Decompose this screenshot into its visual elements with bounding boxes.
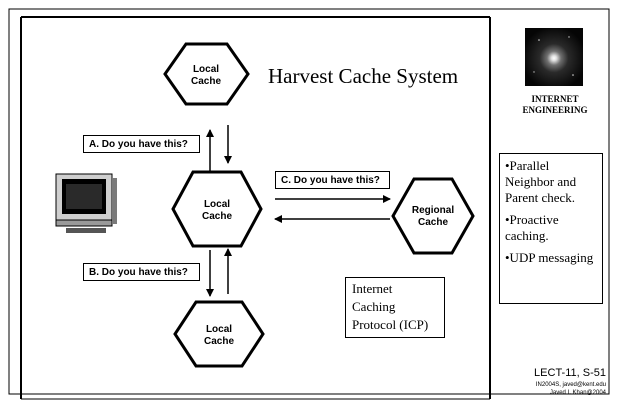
local-cache-top-line2: Cache [191, 76, 221, 87]
local-cache-bottom-line1: Local [206, 324, 232, 335]
icp-line1: Internet [352, 281, 393, 296]
local-cache-bottom-hexagon [173, 300, 265, 368]
query-label-b: B. Do you have this? [83, 263, 200, 281]
local-cache-bottom-line2: Cache [204, 336, 234, 347]
bullet-2: •Proactive caching. [505, 212, 559, 243]
local-cache-middle-line2: Cache [202, 211, 232, 222]
local-cache-top-hexagon [163, 42, 250, 106]
galaxy-logo-image [525, 28, 583, 86]
regional-cache-line2: Cache [418, 217, 448, 228]
lecture-number: LECT-11, S-51 [534, 367, 606, 379]
bullet-1: •Parallel Neighbor and Parent check. [505, 158, 577, 205]
icp-box: Internet Caching Protocol (ICP) [345, 277, 445, 338]
footer-line2: Javed I. Khan@2004 [549, 390, 606, 396]
regional-cache-hexagon [391, 177, 475, 255]
computer-monitor-icon [55, 173, 117, 233]
local-cache-top-line1: Local [193, 64, 219, 75]
footer-line1: IN2004S, javed@kent.edu [535, 382, 606, 388]
query-label-c: C. Do you have this? [275, 171, 390, 189]
query-label-a: A. Do you have this? [83, 135, 200, 153]
local-cache-middle-hexagon [171, 170, 263, 248]
regional-cache-line1: Regional [412, 205, 454, 216]
slide-frame [8, 8, 610, 400]
logo-caption-line1: INTERNET [531, 94, 579, 104]
icp-line3: Protocol (ICP) [352, 317, 429, 332]
icp-line2: Caching [352, 299, 396, 314]
local-cache-middle-line1: Local [204, 199, 230, 210]
slide-title: Harvest Cache System [268, 64, 459, 88]
logo-caption: INTERNET ENGINEERING [511, 94, 599, 116]
bullets-box: •Parallel Neighbor and Parent check. •Pr… [499, 153, 603, 304]
logo-caption-line2: ENGINEERING [522, 105, 588, 115]
bullet-3: •UDP messaging [505, 250, 594, 265]
